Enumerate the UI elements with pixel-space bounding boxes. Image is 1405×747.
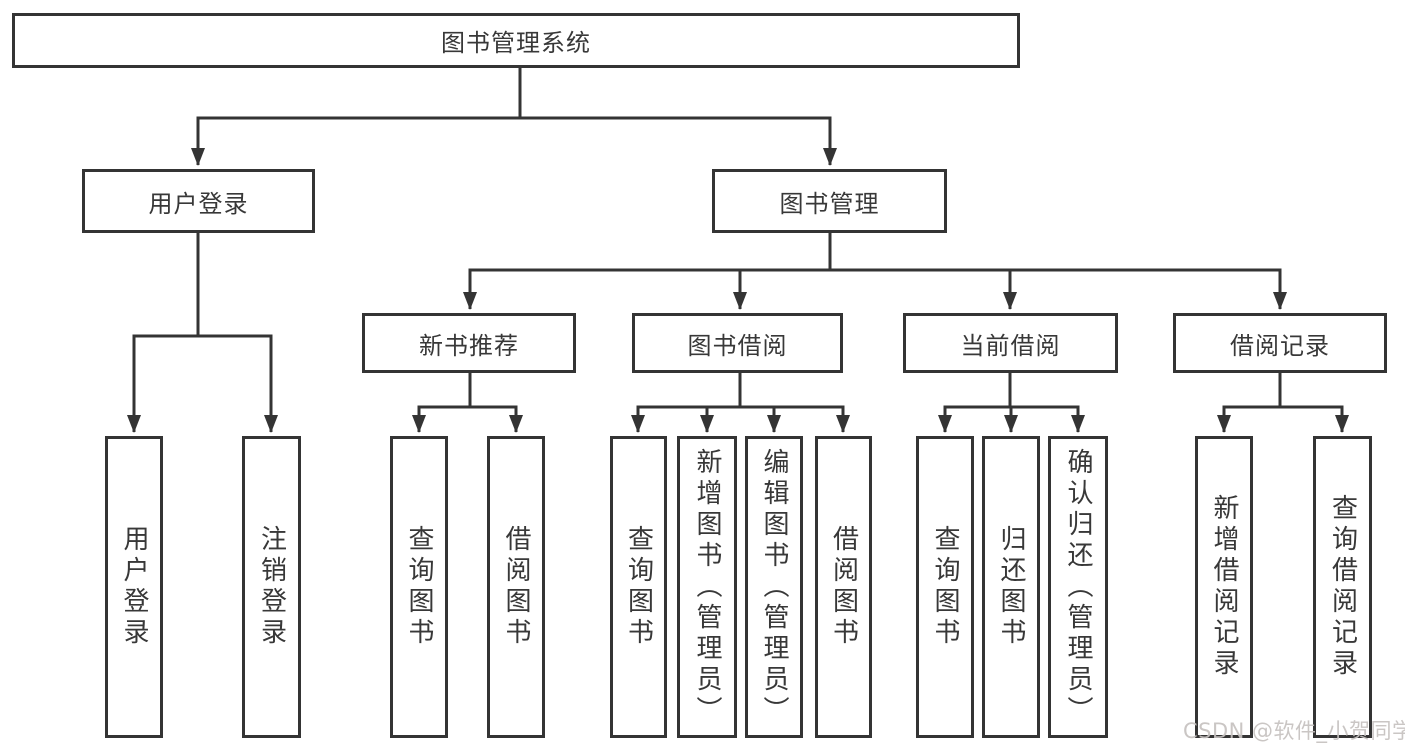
node-borrowing-records: 借阅记录 xyxy=(1173,313,1387,373)
leaf-query-books-current: 查询图书 xyxy=(916,436,974,738)
node-new-book-recommendation: 新书推荐 xyxy=(362,313,576,373)
node-label: 确认归还（管理员） xyxy=(1063,447,1093,727)
node-label: 查询图书 xyxy=(623,525,654,649)
node-label: 借阅图书 xyxy=(828,525,859,649)
node-current-borrowing: 当前借阅 xyxy=(903,313,1118,373)
node-label: 用户登录 xyxy=(148,189,249,218)
leaf-query-books-borrowing: 查询图书 xyxy=(610,436,667,738)
node-label: 编辑图书（管理员） xyxy=(759,447,789,727)
leaf-borrow-books: 借阅图书 xyxy=(815,436,872,738)
node-library-management-system: 图书管理系统 xyxy=(12,13,1020,68)
leaf-borrow-books-recommend: 借阅图书 xyxy=(487,436,545,738)
leaf-confirm-return-admin: 确认归还（管理员） xyxy=(1048,436,1108,738)
node-label: 借阅图书 xyxy=(501,525,531,649)
leaf-edit-books-admin: 编辑图书（管理员） xyxy=(745,436,803,738)
node-label: 新书推荐 xyxy=(419,331,519,360)
node-label: 用户登录 xyxy=(119,525,149,649)
csdn-watermark: CSDN @软件_小贺同学 xyxy=(1183,719,1405,743)
node-label: 新增借阅记录 xyxy=(1209,494,1239,680)
leaf-logout: 注销登录 xyxy=(242,436,301,738)
node-label: 归还图书 xyxy=(996,525,1026,649)
leaf-query-books-recommend: 查询图书 xyxy=(390,436,448,738)
node-book-borrowing: 图书借阅 xyxy=(632,313,843,373)
leaf-return-books: 归还图书 xyxy=(982,436,1040,738)
node-user-login: 用户登录 xyxy=(82,169,315,233)
node-label: 图书管理系统 xyxy=(441,29,591,57)
node-label: 图书管理 xyxy=(779,189,880,218)
node-label: 查询图书 xyxy=(930,525,960,649)
node-label: 查询借阅记录 xyxy=(1327,494,1358,680)
node-label: 注销登录 xyxy=(256,525,287,649)
node-label: 借阅记录 xyxy=(1230,331,1330,360)
leaf-add-borrow-record: 新增借阅记录 xyxy=(1195,436,1253,738)
node-book-management: 图书管理 xyxy=(712,169,947,233)
node-label: 当前借阅 xyxy=(960,331,1061,360)
node-label: 图书借阅 xyxy=(687,331,788,360)
leaf-query-borrow-record: 查询借阅记录 xyxy=(1313,436,1372,738)
node-label: 查询图书 xyxy=(404,525,434,649)
node-label: 新增图书（管理员） xyxy=(692,447,722,727)
leaf-add-books-admin: 新增图书（管理员） xyxy=(677,436,737,738)
leaf-user-login: 用户登录 xyxy=(105,436,163,738)
